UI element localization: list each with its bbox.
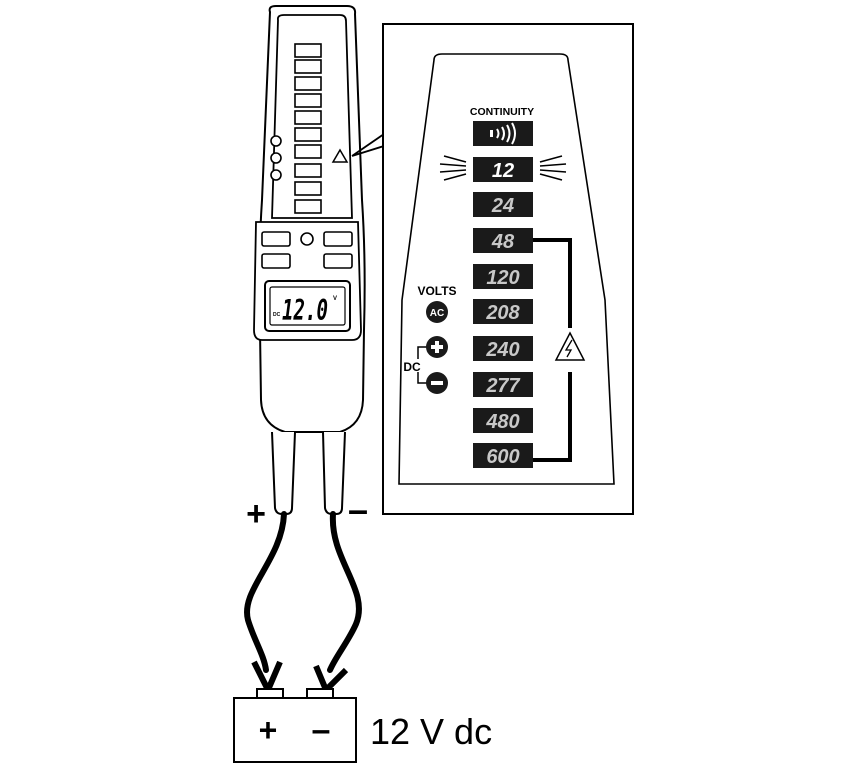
negative-lead-symbol: –: [348, 489, 368, 530]
voltage-level-label: 208: [485, 302, 520, 324]
tester-button[interactable]: [261, 253, 291, 269]
plus-circle-icon: [426, 336, 448, 358]
led-segment: [294, 144, 322, 159]
battery-rating: 12 V dc: [370, 711, 492, 752]
voltage-level-label: 240: [485, 339, 519, 361]
led-segment: [294, 93, 322, 108]
test-leads: [244, 511, 362, 698]
positive-lead-symbol: +: [246, 495, 266, 533]
battery-case: [233, 697, 357, 763]
led-callout: CONTINUITY 12 24 48 120 208 240 277 480 600: [351, 23, 634, 515]
battery: + – 12 V dc: [233, 688, 492, 763]
voltage-level-box: [473, 228, 533, 253]
ac-badge: [426, 301, 448, 323]
negative-lead-wire: [327, 511, 362, 673]
voltage-level-box: [473, 264, 533, 289]
hazard-triangle-icon: [331, 148, 349, 163]
positive-probe: [271, 431, 296, 515]
dc-label: DC: [403, 360, 421, 374]
negative-probe: [322, 431, 346, 515]
indicator-light: [270, 135, 282, 147]
high-voltage-warning-icon: [554, 331, 586, 361]
lit-glow-lines: [439, 155, 567, 181]
battery-negative-symbol: –: [312, 711, 331, 749]
led-segment-column: [294, 43, 322, 214]
led-segment: [294, 199, 322, 214]
tester-button[interactable]: [261, 231, 291, 247]
sound-waves-icon: [490, 122, 516, 145]
volts-label: VOLTS: [417, 284, 456, 298]
voltage-level-label: 120: [486, 267, 519, 289]
continuity-label: CONTINUITY: [470, 106, 534, 118]
ac-badge-label: AC: [430, 308, 444, 319]
led-segment: [294, 59, 322, 74]
callout-pointer: [351, 133, 385, 157]
voltage-level-box: [473, 157, 533, 182]
minus-circle-icon: [426, 372, 448, 394]
voltage-level-column: 12 24 48 120 208 240 277 480 600: [473, 157, 533, 468]
voltage-level-box: [473, 372, 533, 397]
lcd-screen: [269, 286, 346, 326]
lcd-unit: V: [333, 296, 337, 302]
tester-button[interactable]: [323, 253, 353, 269]
voltage-level-label: 480: [485, 411, 519, 433]
voltage-level-box: [473, 443, 533, 468]
tester-button[interactable]: [323, 231, 353, 247]
led-segment: [294, 110, 322, 125]
voltage-level-box: [473, 408, 533, 433]
led-segment: [294, 163, 322, 178]
voltage-level-label: 24: [491, 195, 514, 217]
indicator-light: [270, 169, 282, 181]
lcd-dc-indicator: DC: [273, 312, 281, 318]
voltage-level-box: [473, 336, 533, 361]
lcd-reading: 12.0: [282, 294, 328, 327]
led-segment: [294, 181, 322, 196]
voltage-level-label: 600: [486, 446, 519, 468]
voltage-level-box: [473, 192, 533, 217]
voltage-level-label: 277: [485, 375, 520, 397]
indicator-light: [270, 152, 282, 164]
tester-center-button[interactable]: [300, 232, 314, 246]
led-segment: [294, 76, 322, 91]
dc-bracket: [417, 346, 427, 384]
led-segment: [294, 43, 322, 58]
battery-positive-symbol: +: [259, 712, 278, 748]
voltage-level-label: 48: [491, 231, 515, 253]
voltage-tester: DC 12.0 V + –: [246, 5, 368, 533]
positive-lead-wire: [244, 511, 287, 673]
voltage-level-box: [473, 299, 533, 324]
led-segment: [294, 127, 322, 142]
voltage-level-label: 12: [492, 160, 514, 182]
